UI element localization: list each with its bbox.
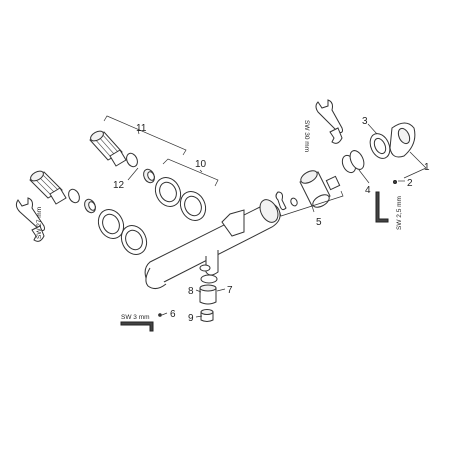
left-wrench-size-label: SW 27 mm (36, 207, 43, 239)
callout-6: 6 (170, 309, 176, 320)
cartridge-o-ring (349, 150, 365, 170)
callout-5: 5 (316, 217, 322, 228)
left-flange-inner (120, 224, 148, 256)
callout-3: 3 (362, 116, 368, 127)
mixer-body (144, 199, 281, 290)
cartridge-group: SW 30 mm SW 2,5 mm (275, 99, 416, 230)
callout-4: 4 (365, 185, 371, 196)
upper-nut (143, 168, 155, 184)
bottom-hex-key-size-label: SW 3 mm (121, 314, 150, 321)
callout-10: 10 (195, 159, 207, 170)
left-threaded-connector (29, 170, 67, 205)
outlet-group: SW 3 mm (120, 264, 218, 332)
callout-7: 7 (227, 285, 233, 296)
temperature-handle-insert (369, 133, 391, 159)
outlet-adapter (199, 284, 217, 305)
temperature-knob (389, 122, 416, 158)
upper-o-ring (126, 152, 138, 168)
left-o-ring (68, 188, 80, 204)
upper-flange-outer (154, 176, 182, 208)
hex-key-icon (375, 191, 389, 223)
upper-flange-inner (179, 190, 207, 222)
upper-inlet-group (89, 130, 207, 222)
callout-numbers: 1 2 3 4 5 6 7 8 9 10 11 12 (113, 116, 430, 324)
right-hex-key-size-label: SW 2,5 mm (396, 196, 403, 230)
grub-screw (393, 180, 397, 184)
upper-threaded-connector (89, 130, 127, 167)
outlet-o-ring-small (199, 264, 211, 272)
hex-key-icon (120, 321, 154, 332)
leader-lines (103, 115, 427, 318)
callout-9: 9 (188, 313, 194, 324)
right-wrench-size-label: SW 30 mm (303, 120, 310, 152)
wrench-icon (315, 99, 343, 144)
outlet-nut (200, 309, 214, 322)
callout-8: 8 (188, 286, 194, 297)
left-flange-outer (97, 208, 125, 240)
callout-12: 12 (113, 180, 125, 191)
left-nut (84, 198, 96, 214)
callout-1: 1 (424, 162, 430, 173)
retaining-clip (275, 191, 287, 211)
left-inlet-group: SW 27 mm (15, 170, 148, 256)
wrench-icon (15, 197, 45, 242)
callout-2: 2 (407, 178, 413, 189)
callout-11: 11 (136, 123, 147, 134)
outlet-o-ring (200, 274, 218, 284)
